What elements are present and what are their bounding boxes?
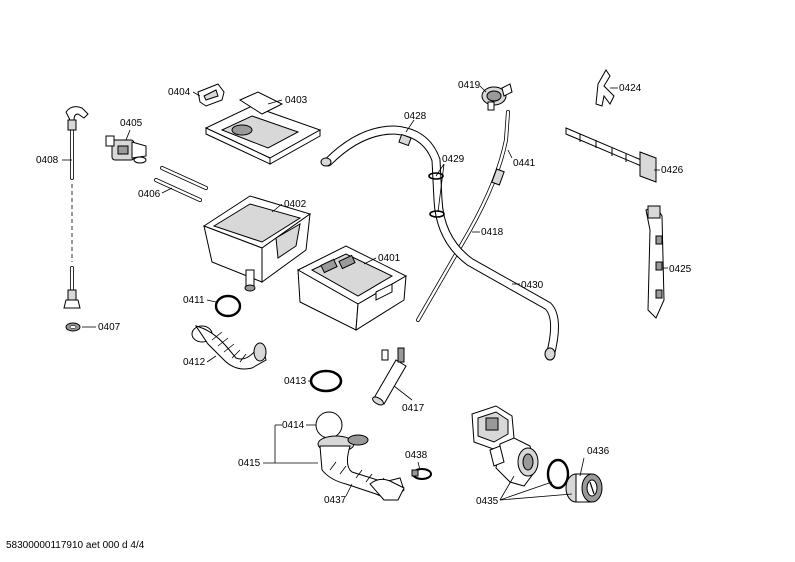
label-0412: 0412 [183, 357, 206, 368]
label-0436: 0436 [587, 446, 610, 457]
label-0407: 0407 [98, 322, 121, 333]
part-0406-rods[interactable] [154, 166, 208, 202]
label-0437: 0437 [324, 495, 347, 506]
part-0441-pressure-tube[interactable] [416, 110, 510, 322]
label-0428: 0428 [404, 111, 427, 122]
label-0417: 0417 [402, 403, 425, 414]
part-0404-clip[interactable] [197, 83, 225, 107]
part-0424-hook[interactable] [595, 69, 615, 107]
part-0417-filter-cartridge[interactable] [371, 347, 407, 407]
label-0435: 0435 [476, 496, 499, 507]
label-0419: 0419 [458, 80, 481, 91]
part-0436-pump-filter[interactable] [565, 473, 603, 503]
part-labels: 0404 0403 0405 0408 0406 0402 0401 0411 … [36, 80, 692, 507]
label-0408: 0408 [36, 155, 59, 166]
part-0429-hose-clips[interactable] [428, 172, 445, 218]
label-0438: 0438 [405, 450, 428, 461]
part-0408-inlet-hose[interactable] [63, 106, 89, 309]
part-0438-hose-clamp[interactable] [411, 468, 432, 480]
part-0413-seal-ring[interactable] [309, 369, 343, 393]
label-0406: 0406 [138, 189, 161, 200]
label-0413: 0413 [284, 376, 307, 387]
label-0414: 0414 [282, 420, 305, 431]
label-0404: 0404 [168, 87, 191, 98]
label-0403: 0403 [285, 95, 308, 106]
label-0401: 0401 [378, 253, 401, 264]
label-0429: 0429 [442, 154, 465, 165]
label-0402: 0402 [284, 199, 307, 210]
part-0412-bellows-hose[interactable] [191, 325, 267, 370]
part-0428-hose[interactable] [320, 125, 559, 361]
document-reference: 58300000117910 aet 000 d 4/4 [6, 540, 145, 551]
label-0441: 0441 [513, 158, 536, 169]
part-0425-side-bracket[interactable] [645, 205, 665, 319]
label-0405: 0405 [120, 118, 143, 129]
part-0415-sump-hose[interactable] [317, 434, 405, 501]
part-0414-ball[interactable] [315, 411, 343, 439]
label-0424: 0424 [619, 83, 642, 94]
label-0418: 0418 [481, 227, 504, 238]
part-0403-frame[interactable] [204, 91, 322, 165]
label-0426: 0426 [661, 165, 684, 176]
part-0401-drawer-housing[interactable] [296, 245, 408, 331]
part-0419-pressure-switch[interactable] [481, 83, 513, 111]
label-0415: 0415 [238, 458, 261, 469]
part-0405-valve[interactable] [105, 135, 147, 164]
part-0436-pump-seal[interactable] [546, 458, 570, 490]
label-0425: 0425 [669, 264, 692, 275]
label-0411: 0411 [183, 295, 205, 306]
part-0402-detergent-drawer[interactable] [202, 195, 312, 292]
part-0435-drain-pump[interactable] [471, 405, 539, 487]
part-0426-rail[interactable] [565, 127, 657, 183]
label-0430: 0430 [521, 280, 544, 291]
part-0411-o-ring[interactable] [214, 294, 242, 318]
leader-lines [62, 85, 668, 501]
part-0407-seal-washer[interactable] [65, 322, 81, 332]
